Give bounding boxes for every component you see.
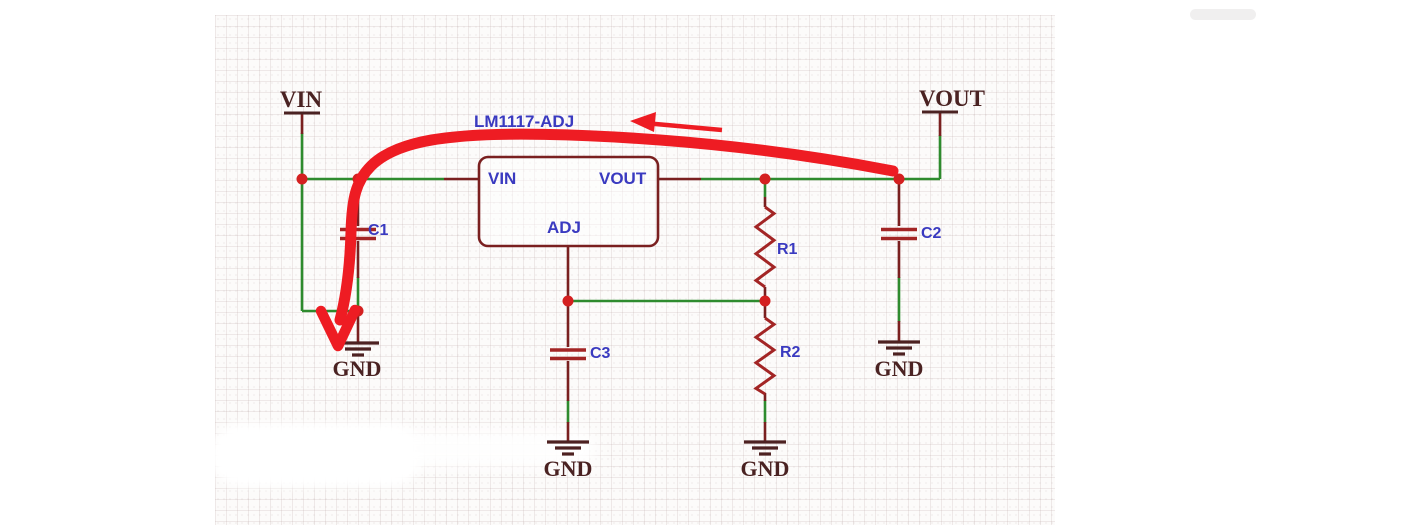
wires [300,133,942,423]
gnd-label-r2: GND [740,456,790,481]
ic-pin-label-adj: ADJ [547,218,582,237]
marker-arrowhead [315,304,361,352]
component-leads [300,113,942,441]
ic-body [477,155,660,248]
ground-symbol [744,440,786,456]
capacitor-c3 [550,348,586,361]
gnd-label-c1: GND [332,356,382,381]
thin-left-arrow [630,112,723,133]
ground-symbol [547,440,589,456]
gnd-label-c3: GND [543,456,593,481]
annotation-marker [315,112,899,352]
gnd-label-c2: GND [874,356,924,381]
designator-c2: C2 [921,225,942,242]
designator-c3: C3 [590,345,611,362]
port-label-vout: VOUT [919,86,985,111]
resistor-r1 [753,205,777,289]
designator-c1: C1 [368,222,389,239]
port-label-vin: VIN [279,87,323,112]
ground-symbol [878,340,920,356]
designator-r1: R1 [777,241,798,258]
ic-pin-label-vin: VIN [488,169,517,188]
designator-r2: R2 [780,344,801,361]
ic-pin-label-vout: VOUT [599,169,647,188]
marker-curve-arrow [334,128,899,326]
resistor-r2 [753,316,777,396]
ic-part-name: LM1117-ADJ [474,112,575,131]
port-bars [284,110,958,115]
window-control-artifact [1190,9,1256,20]
capacitor-c2 [881,227,917,241]
